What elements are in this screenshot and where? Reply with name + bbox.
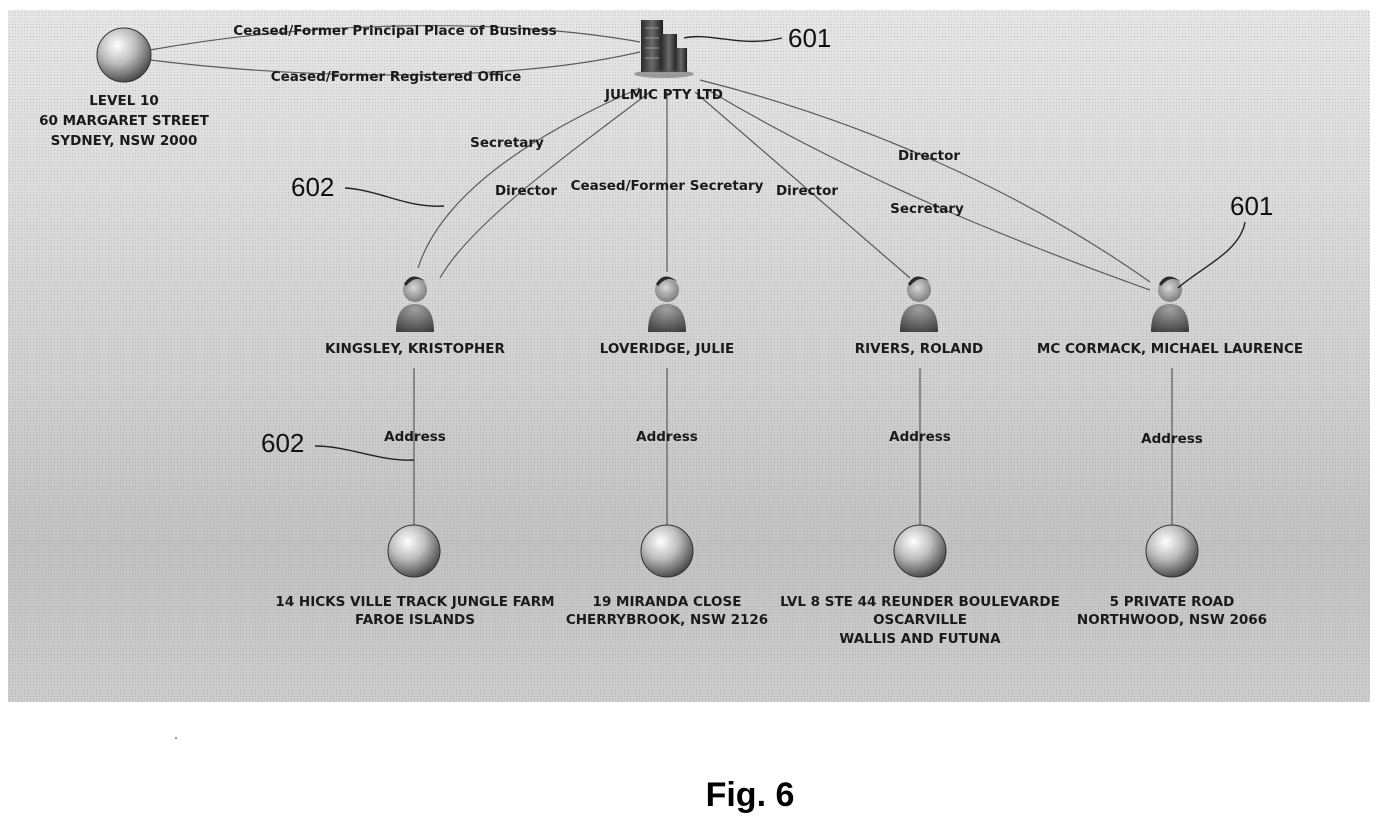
figure-caption: Fig. 6 — [706, 776, 795, 814]
edge-label-mccormack-director: Director — [898, 148, 960, 164]
edge-registered-office — [149, 51, 641, 76]
edge-label-loveridge-address: Address — [636, 429, 698, 445]
edge-label-kingsley-secretary: Secretary — [470, 135, 544, 151]
globe-icon — [387, 524, 441, 578]
edge-mccormack-director — [699, 79, 1151, 283]
edge-mccormack-secretary — [707, 89, 1151, 291]
person-name: LOVERIDGE, JULIE — [600, 341, 735, 357]
person-node-mccormack[interactable]: MC CORMACK, MICHAEL LAURENCE — [1037, 276, 1303, 357]
edge-rivers-director — [694, 91, 911, 279]
edge-label-mccormack-secretary: Secretary — [890, 201, 964, 217]
person-icon — [396, 276, 434, 332]
address-line-1: 14 HICKS VILLE TRACK JUNGLE FARM — [275, 594, 554, 610]
person-name: RIVERS, ROLAND — [855, 341, 983, 357]
person-icon — [900, 276, 938, 332]
ref-person: 601 — [1230, 191, 1273, 221]
address-line-3: WALLIS AND FUTUNA — [839, 631, 1001, 647]
globe-icon — [96, 27, 152, 83]
address-line-2: CHERRYBROOK, NSW 2126 — [566, 612, 768, 628]
edge-kingsley-director — [439, 91, 651, 279]
company-node[interactable]: JULMIC PTY LTD — [604, 20, 723, 103]
edge-label-kingsley-director: Director — [495, 183, 557, 199]
address-line-2: OSCARVILLE — [873, 612, 967, 628]
edge-label-mccormack-address: Address — [1141, 431, 1203, 447]
edge-principal-place — [149, 25, 641, 51]
edges — [149, 25, 1173, 528]
person-icon — [1151, 276, 1189, 332]
ref-role-edge: 602 — [291, 172, 334, 202]
address-line-2: FAROE ISLANDS — [355, 612, 475, 628]
globe-icon — [640, 524, 694, 578]
scan-speck — [175, 737, 177, 739]
globe-icon — [893, 524, 947, 578]
edge-label-principal-place: Ceased/Former Principal Place of Busines… — [233, 23, 556, 39]
address-node-rivers[interactable]: LVL 8 STE 44 REUNDER BOULEVARDE OSCARVIL… — [780, 524, 1060, 647]
person-icon — [648, 276, 686, 332]
address-line-1: 19 MIRANDA CLOSE — [593, 594, 742, 610]
edge-labels: Ceased/Former Principal Place of Busines… — [233, 23, 1203, 447]
edge-kingsley-secretary — [417, 87, 641, 269]
building-icon — [634, 20, 694, 78]
address-node-loveridge[interactable]: 19 MIRANDA CLOSE CHERRYBROOK, NSW 2126 — [566, 524, 768, 628]
registered-address-line-2: 60 MARGARET STREET — [39, 113, 210, 129]
person-name: KINGSLEY, KRISTOPHER — [325, 341, 505, 357]
address-node-kingsley[interactable]: 14 HICKS VILLE TRACK JUNGLE FARM FAROE I… — [275, 524, 555, 628]
registered-address-node[interactable]: LEVEL 10 60 MARGARET STREET SYDNEY, NSW … — [39, 27, 210, 149]
diagram-background-texture — [8, 10, 1370, 702]
edge-label-rivers-director: Director — [776, 183, 838, 199]
registered-address-line-3: SYDNEY, NSW 2000 — [51, 133, 198, 149]
edge-label-registered-office: Ceased/Former Registered Office — [271, 69, 522, 85]
leader-company — [683, 35, 783, 43]
person-node-kingsley[interactable]: KINGSLEY, KRISTOPHER — [325, 276, 506, 357]
person-node-loveridge[interactable]: LOVERIDGE, JULIE — [600, 276, 735, 357]
address-node-mccormack[interactable]: 5 PRIVATE ROAD NORTHWOOD, NSW 2066 — [1077, 524, 1267, 628]
edge-label-kingsley-address: Address — [384, 429, 446, 445]
ref-company: 601 — [788, 23, 831, 53]
edge-label-loveridge-secretary: Ceased/Former Secretary — [571, 178, 764, 194]
registered-address-line-1: LEVEL 10 — [89, 93, 159, 109]
company-name: JULMIC PTY LTD — [604, 87, 723, 103]
address-line-1: LVL 8 STE 44 REUNDER BOULEVARDE — [780, 594, 1060, 610]
address-line-1: 5 PRIVATE ROAD — [1110, 594, 1235, 610]
leader-role-edge — [344, 187, 445, 207]
person-name: MC CORMACK, MICHAEL LAURENCE — [1037, 341, 1303, 357]
edge-label-rivers-address: Address — [889, 429, 951, 445]
ref-address-edge: 602 — [261, 428, 304, 458]
person-node-rivers[interactable]: RIVERS, ROLAND — [855, 276, 983, 357]
address-line-2: NORTHWOOD, NSW 2066 — [1077, 612, 1267, 628]
reference-annotations: 601 602 601 602 — [261, 23, 1273, 461]
leader-person — [1177, 221, 1246, 289]
leader-address-edge — [314, 445, 415, 461]
globe-icon — [1145, 524, 1199, 578]
